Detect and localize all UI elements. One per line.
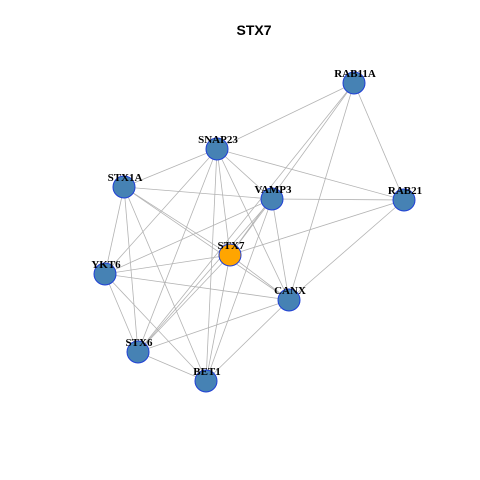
- edge-stx7-canx: [229, 254, 290, 301]
- node-layer: [93, 71, 416, 393]
- edge-ykt6-bet1: [104, 273, 207, 382]
- node-snap23[interactable]: [205, 137, 229, 161]
- edge-vamp3-stx6: [137, 198, 273, 353]
- edge-snap23-stx1a: [123, 148, 218, 188]
- node-label-canx: CANX: [274, 285, 306, 297]
- edge-rab11a-canx: [288, 82, 355, 301]
- edge-snap23-vamp3: [216, 148, 273, 200]
- edge-stx1a-canx: [123, 186, 290, 301]
- edge-snap23-stx7: [216, 148, 231, 256]
- edge-snap23-rab21: [216, 148, 405, 201]
- node-label-vamp3: VAMP3: [254, 184, 292, 196]
- node-bet1[interactable]: [194, 369, 218, 393]
- node-label-rab11a: RAB11A: [334, 68, 376, 80]
- edge-vamp3-ykt6: [104, 198, 273, 275]
- edge-ykt6-stx6: [104, 273, 139, 353]
- edge-canx-stx6: [137, 299, 290, 353]
- edge-stx1a-stx6: [123, 186, 139, 353]
- edge-snap23-bet1: [205, 148, 218, 382]
- edge-stx7-bet1: [205, 254, 231, 382]
- edge-layer: [104, 82, 405, 382]
- edge-stx6-bet1: [137, 351, 207, 382]
- edge-vamp3-canx: [271, 198, 290, 301]
- node-rab21[interactable]: [392, 188, 416, 212]
- edge-rab11a-stx7: [229, 82, 355, 256]
- edge-stx1a-bet1: [123, 186, 207, 382]
- edge-stx7-stx6: [137, 254, 231, 353]
- edge-vamp3-stx7: [229, 198, 273, 256]
- node-stx1a[interactable]: [112, 175, 136, 199]
- node-label-ykt6: YKT6: [91, 259, 121, 271]
- node-vamp3[interactable]: [260, 187, 284, 211]
- edge-rab21-stx7: [229, 199, 405, 256]
- node-stx6[interactable]: [126, 340, 150, 364]
- node-stx7[interactable]: [218, 243, 242, 267]
- edge-stx1a-ykt6: [104, 186, 125, 275]
- graph-title: STX7: [236, 22, 271, 38]
- edge-vamp3-rab21: [271, 198, 405, 201]
- node-ykt6[interactable]: [93, 262, 117, 286]
- edge-rab11a-snap23: [216, 82, 355, 150]
- edge-rab11a-stx6: [137, 82, 355, 353]
- node-rab11a[interactable]: [342, 71, 366, 95]
- edge-rab21-canx: [288, 199, 405, 301]
- edge-canx-bet1: [205, 299, 290, 382]
- edge-ykt6-canx: [104, 273, 290, 301]
- edge-stx7-ykt6: [104, 254, 231, 275]
- node-label-snap23: SNAP23: [198, 134, 238, 146]
- node-label-stx6: STX6: [126, 337, 153, 349]
- node-label-rab21: RAB21: [388, 185, 422, 197]
- edge-vamp3-bet1: [205, 198, 273, 382]
- edge-snap23-stx6: [137, 148, 218, 353]
- node-label-stx1a: STX1A: [108, 172, 143, 184]
- node-label-bet1: BET1: [193, 366, 221, 378]
- edge-snap23-ykt6: [104, 148, 218, 275]
- edge-stx1a-stx7: [123, 186, 231, 256]
- node-canx[interactable]: [277, 288, 301, 312]
- edge-stx1a-vamp3: [123, 186, 273, 200]
- edge-rab11a-rab21: [353, 82, 405, 201]
- node-label-stx7: STX7: [218, 240, 245, 252]
